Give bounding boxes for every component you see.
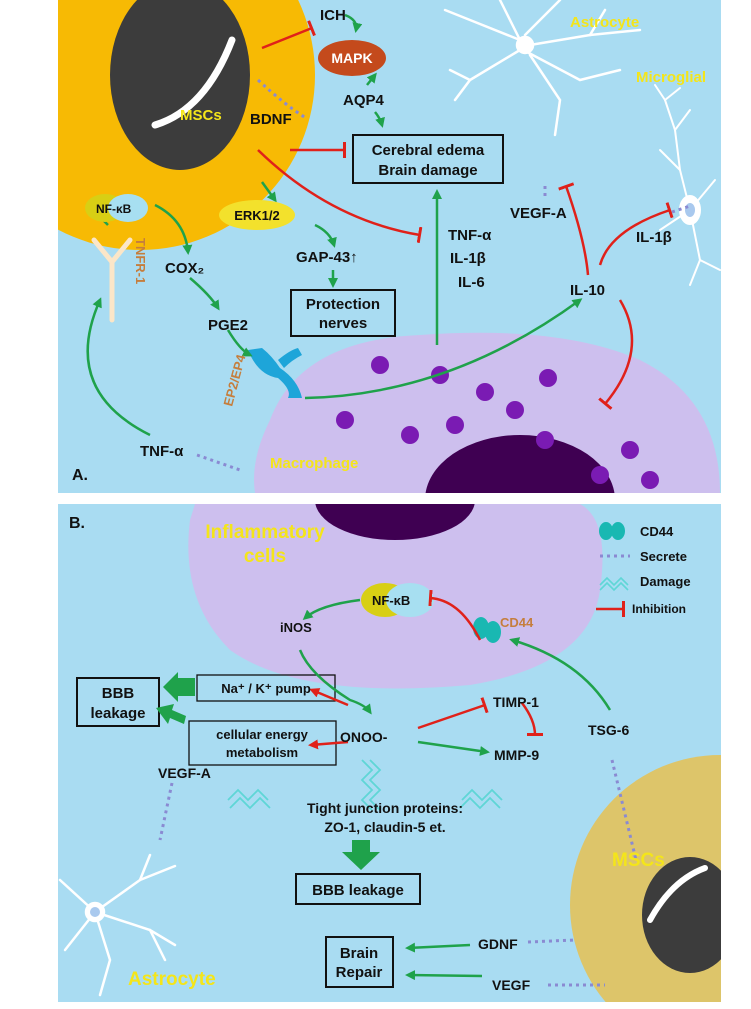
astrocyte-b: [58, 853, 177, 997]
legend-damage-icon: [599, 576, 629, 592]
gap43-label: GAP-43↑: [296, 249, 358, 266]
microglia-label: Microglial: [636, 69, 706, 86]
legend: CD44 Secrete Damage Inhibition: [596, 522, 691, 617]
tj-line1: Tight junction proteins:: [307, 800, 463, 816]
cytokine-il1b: IL-1β: [450, 250, 486, 267]
tsg-label: TSG-6: [588, 722, 629, 738]
ep-receptor: [248, 348, 302, 398]
edema-line2: Brain damage: [378, 162, 477, 179]
panel-a-connectors: [86, 13, 691, 472]
macrophage-nucleus: [425, 435, 615, 493]
napump-label: Na⁺ / K⁺ pump: [221, 681, 311, 696]
il10-label: IL-10: [570, 282, 605, 299]
legend-inhibition: Inhibition: [632, 602, 686, 616]
protection-line2: nerves: [319, 315, 367, 332]
panel-b: B. Inflammatory cells NF-κB CD44 iNOS BB…: [58, 504, 721, 1002]
msc-label-a: MSCs: [180, 107, 222, 124]
panel-a: ICH MAPK AQP4 BDNF Cerebral edema Brain …: [58, 0, 721, 493]
nfkb-node-a: [85, 194, 148, 222]
timp-label: TIMP-1: [493, 694, 539, 710]
edema-box: [352, 134, 504, 184]
panel-b-letter: B.: [69, 515, 85, 532]
energy-line2: metabolism: [226, 745, 298, 760]
vegfa-label-a: VEGF-A: [510, 205, 567, 222]
cd44-label-b: CD44: [500, 615, 534, 630]
repair-line1: Brain: [340, 945, 378, 962]
legend-cd44: CD44: [640, 524, 674, 539]
bbb-left-line2: leakage: [90, 705, 145, 722]
bbb-bottom-label: BBB leakage: [312, 882, 404, 899]
protection-line1: Protection: [306, 296, 380, 313]
erk-node: [219, 200, 295, 230]
msc-nucleus-a: [110, 0, 250, 170]
vegf-label: VEGF: [492, 977, 531, 993]
mapk-node: [318, 40, 386, 76]
microglia-a: [654, 84, 721, 286]
gdnf-label: GDNF: [478, 936, 518, 952]
inos-label: iNOS: [280, 620, 312, 635]
nfkb-label-a: NF-κB: [96, 202, 132, 216]
bdnf-label: BDNF: [250, 111, 292, 128]
napump-box: [196, 674, 336, 702]
legend-secrete: Secrete: [640, 549, 687, 564]
cytokine-il6: IL-6: [458, 274, 485, 291]
legend-damage: Damage: [640, 574, 691, 589]
tnf-a-label: TNF-α: [140, 443, 184, 460]
vegfa-label-b: VEGF-A: [158, 765, 211, 781]
astrocyte-a: [443, 0, 642, 137]
panel-b-connectors: [158, 589, 638, 987]
edema-line1: Cerebral edema: [372, 142, 485, 159]
energy-line1: cellular energy: [216, 727, 309, 742]
cytokine-tnf: TNF-α: [448, 227, 492, 244]
erk-label: ERK1/2: [234, 208, 280, 223]
nfkb-label-b: NF-κB: [372, 593, 410, 608]
msc-label-b: MSCs: [612, 850, 665, 871]
inflammatory-line1: Inflammatory: [205, 522, 325, 543]
bbb-box-left: [76, 677, 160, 727]
macrophage-label: Macrophage: [270, 455, 358, 472]
macrophage: [254, 332, 720, 493]
thick-arrows: [156, 672, 380, 870]
panel-a-letter: A.: [72, 467, 88, 484]
tj-line2: ZO-1, claudin-5 et.: [324, 819, 445, 835]
inflammatory-nucleus: [315, 504, 475, 540]
nfkb-node-b: [361, 583, 434, 617]
bbb-left-line1: BBB: [102, 685, 135, 702]
macrophage-granules: [336, 356, 659, 489]
pge2-label: PGE2: [208, 317, 248, 334]
mmp-label: MMP-9: [494, 747, 539, 763]
repair-box: [325, 936, 394, 988]
tnfr1-receptor: [91, 237, 133, 323]
onoo-label: ONOO-: [340, 729, 388, 745]
inflammatory-line2: cells: [244, 546, 286, 567]
tnfr1-label: TNFR-1: [133, 238, 148, 284]
bbb-box-bottom: [295, 873, 421, 905]
legend-cd44-icon: [599, 522, 625, 540]
repair-line2: Repair: [336, 964, 383, 981]
ich-label: ICH: [320, 7, 346, 24]
aqp4-label: AQP4: [343, 92, 385, 109]
astrocyte-label-a: Astrocyte: [570, 14, 639, 31]
cox-label: COX₂: [165, 260, 204, 277]
mapk-label: MAPK: [331, 50, 372, 66]
il1b-label-a: IL-1β: [636, 229, 672, 246]
protection-box: [290, 289, 396, 337]
damage-marks: [227, 759, 503, 811]
msc-nucleus-b: [642, 857, 721, 973]
astrocyte-label-b: Astrocyte: [128, 969, 216, 990]
